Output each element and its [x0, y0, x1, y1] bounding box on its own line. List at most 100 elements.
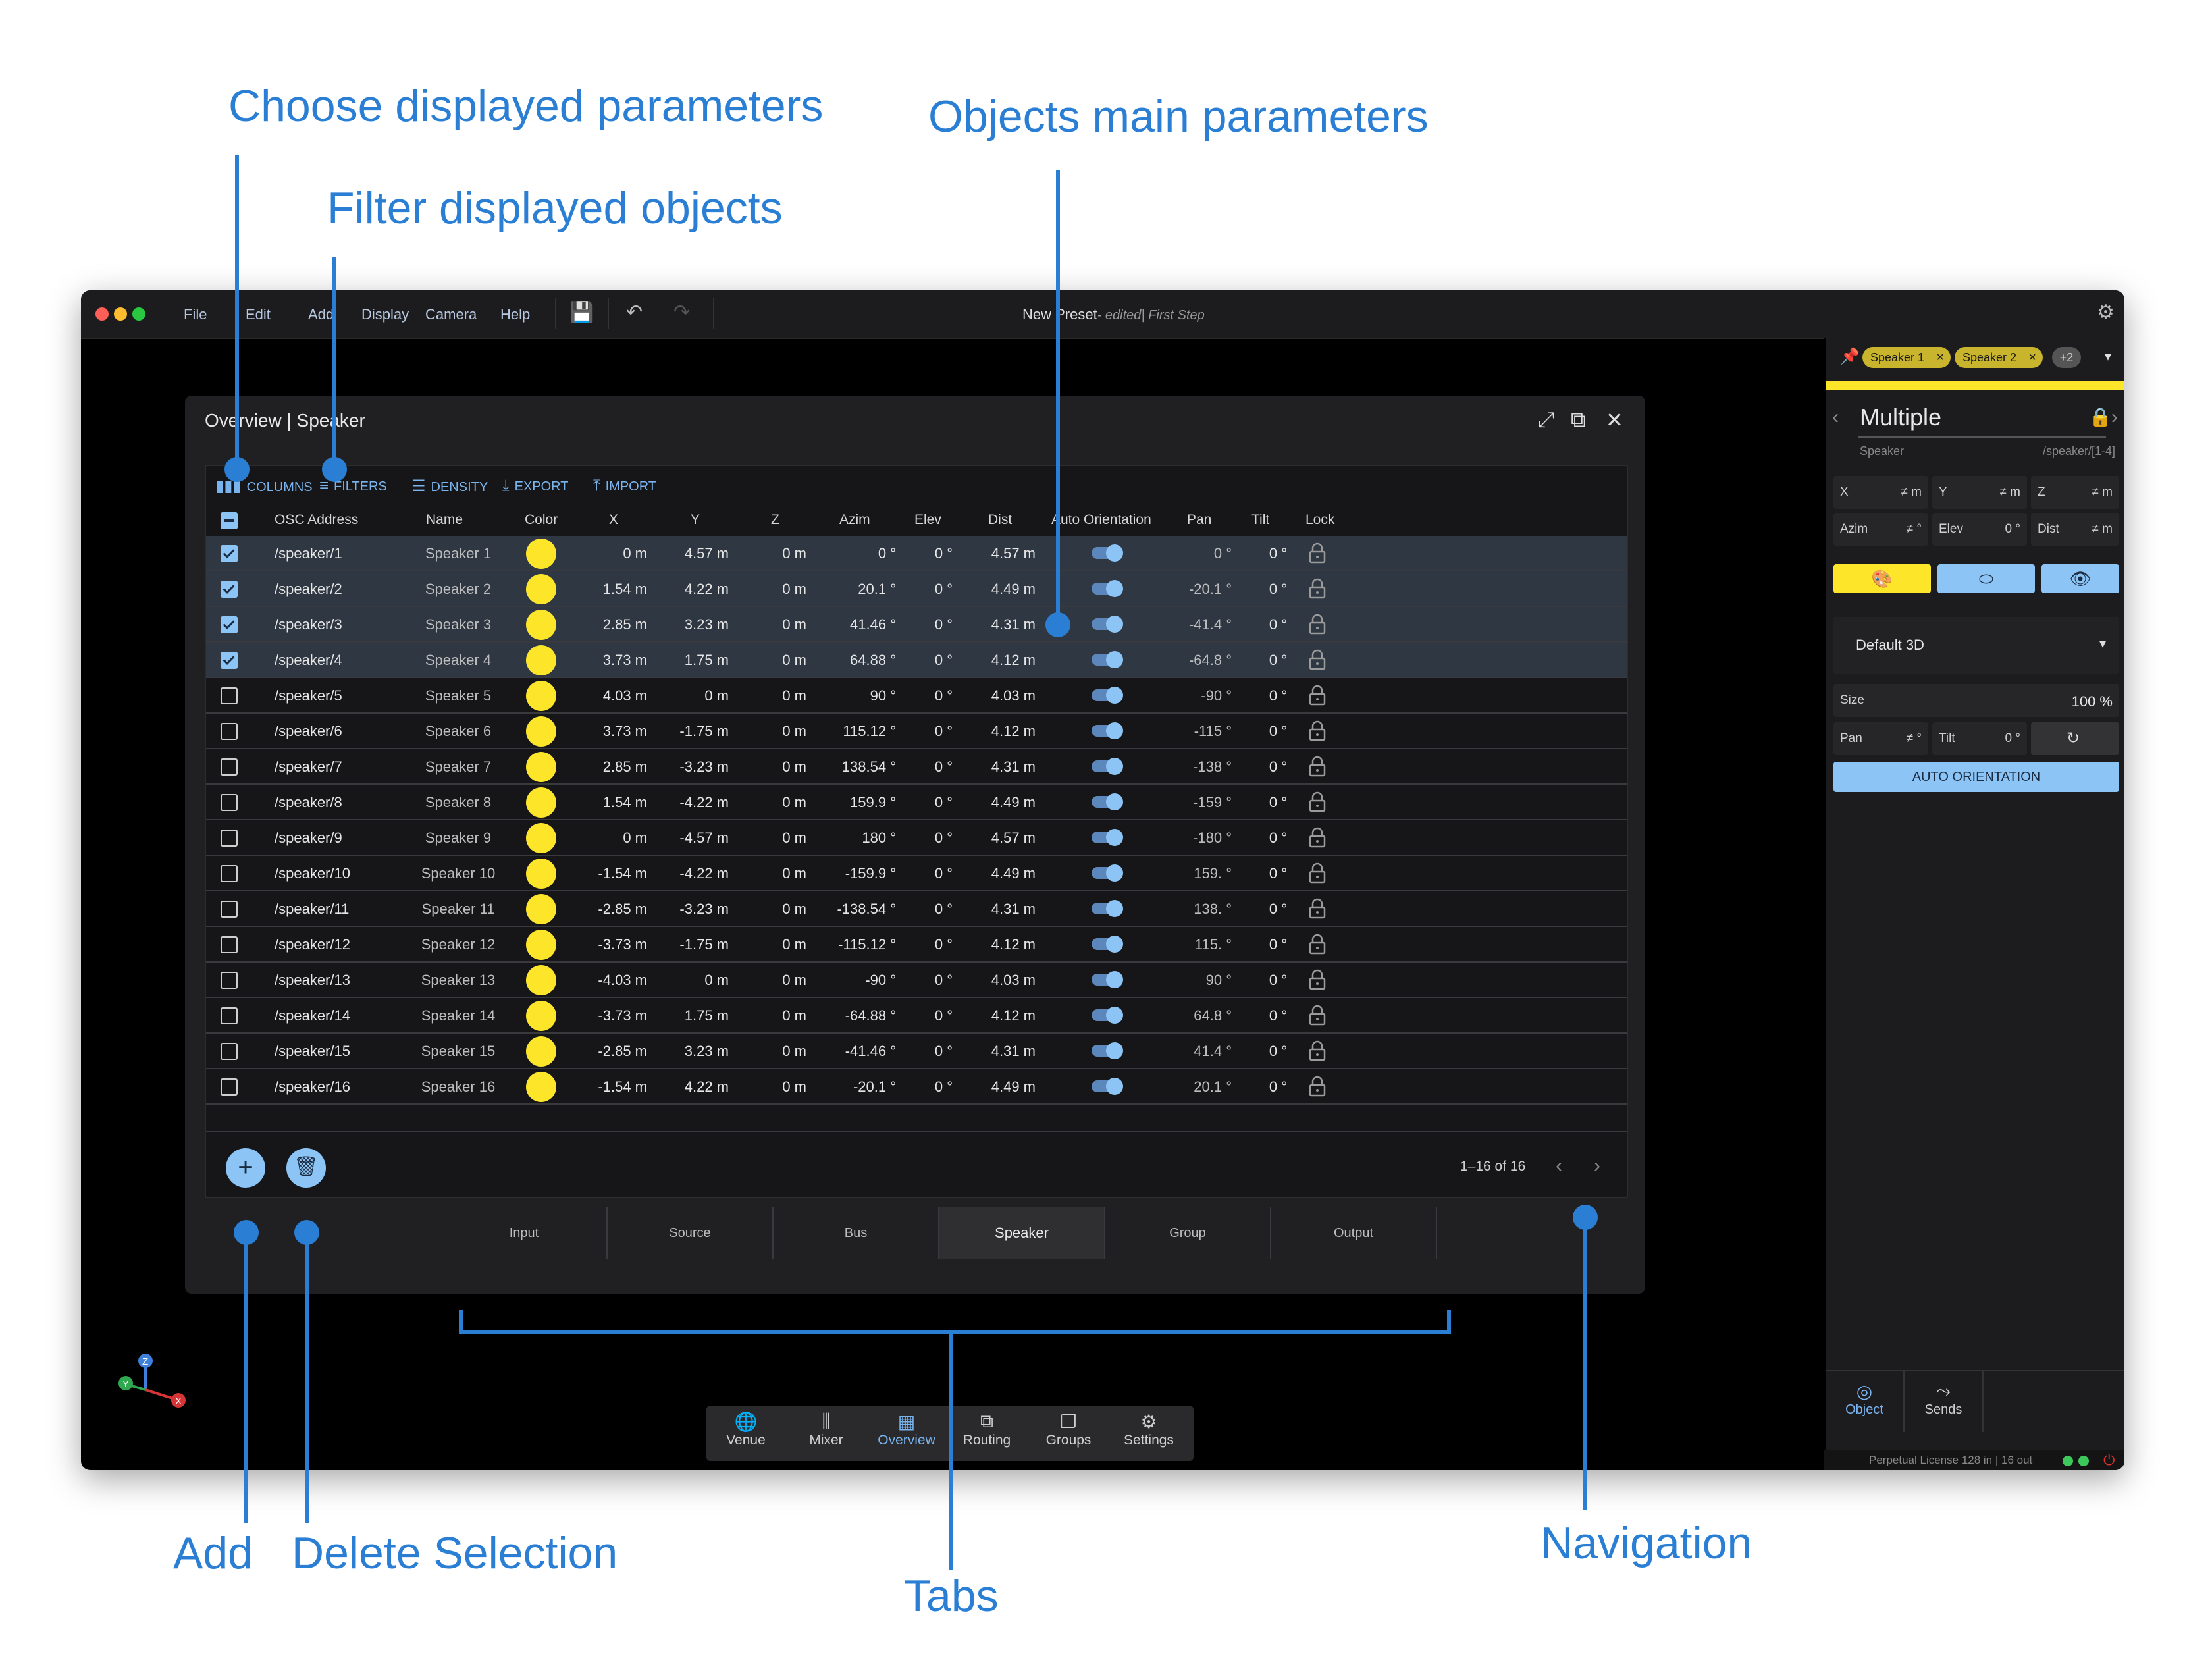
close-icon[interactable]: ✕ [1606, 408, 1623, 432]
cell-y[interactable]: -3.23 m [679, 758, 729, 775]
row-checkbox[interactable] [221, 794, 238, 811]
row-checkbox[interactable] [221, 581, 238, 598]
cell-pan[interactable]: -138 ° [1193, 758, 1232, 775]
auto-orientation-toggle[interactable] [1092, 651, 1123, 668]
cell-x[interactable]: -1.54 m [598, 865, 647, 882]
color-swatch[interactable] [526, 645, 556, 675]
header-lock[interactable]: Lock [1305, 512, 1335, 527]
cell-z[interactable]: 0 m [782, 616, 806, 633]
menu-camera[interactable]: Camera [425, 306, 477, 323]
cell-y[interactable]: -3.23 m [679, 901, 729, 917]
cell-x[interactable]: -2.85 m [598, 901, 647, 917]
cell-x[interactable]: 2.85 m [602, 616, 647, 633]
cell-elev[interactable]: 0 ° [934, 581, 953, 597]
dock-venue[interactable]: 🌐Venue [706, 1411, 785, 1448]
delete-button[interactable]: 🗑 [286, 1148, 326, 1188]
y-field[interactable]: Y≠ m [1932, 476, 2027, 509]
row-checkbox[interactable] [221, 652, 238, 669]
lock-icon[interactable] [1307, 791, 1327, 813]
color-swatch[interactable] [526, 965, 556, 995]
chevron-down-icon[interactable]: ▾ [2105, 350, 2112, 364]
cell-tilt[interactable]: 0 ° [1269, 830, 1287, 846]
power-icon[interactable]: ⏻ [2103, 1452, 2115, 1468]
color-swatch[interactable] [526, 787, 556, 818]
cell-elev[interactable]: 0 ° [934, 1078, 953, 1095]
label-button[interactable]: ⬭ [1937, 564, 2035, 593]
cell-x[interactable]: 3.73 m [602, 652, 647, 668]
cell-y[interactable]: 0 m [704, 687, 729, 704]
cell-elev[interactable]: 0 ° [934, 616, 953, 633]
tab-speaker[interactable]: Speaker [939, 1207, 1105, 1259]
filters-button[interactable]: ≡FILTERS [319, 477, 387, 495]
cell-pan[interactable]: 159. ° [1194, 865, 1232, 882]
cell-dist[interactable]: 4.49 m [991, 794, 1036, 810]
cell-elev[interactable]: 0 ° [934, 1043, 953, 1059]
cell-azim[interactable]: 159.9 ° [850, 794, 896, 810]
cell-tilt[interactable]: 0 ° [1269, 652, 1287, 668]
cell-azim[interactable]: -115.12 ° [838, 936, 896, 953]
cell-dist[interactable]: 4.12 m [991, 723, 1036, 739]
cell-x[interactable]: 1.54 m [602, 581, 647, 597]
cell-z[interactable]: 0 m [782, 830, 806, 846]
cell-dist[interactable]: 4.31 m [991, 758, 1036, 775]
cell-x[interactable]: 0 m [623, 545, 647, 562]
dock-overview[interactable]: ▦Overview [867, 1411, 946, 1448]
cell-y[interactable]: 3.23 m [684, 616, 729, 633]
auto-orientation-toggle[interactable] [1092, 544, 1123, 562]
dock-groups[interactable]: ❐Groups [1029, 1411, 1108, 1448]
cell-azim[interactable]: -90 ° [865, 972, 896, 988]
row-checkbox[interactable] [221, 901, 238, 918]
cell-pan[interactable]: -159 ° [1193, 794, 1232, 810]
color-swatch[interactable] [526, 859, 556, 889]
cell-x[interactable]: -1.54 m [598, 1078, 647, 1095]
cell-y[interactable]: -4.22 m [679, 794, 729, 810]
cell-tilt[interactable]: 0 ° [1269, 545, 1287, 562]
cell-azim[interactable]: 115.12 ° [843, 723, 896, 739]
cell-elev[interactable]: 0 ° [934, 794, 953, 810]
cell-dist[interactable]: 4.49 m [991, 581, 1036, 597]
header-auto-orientation[interactable]: Auto Orientation [1051, 512, 1151, 527]
cell-z[interactable]: 0 m [782, 545, 806, 562]
cell-azim[interactable]: -159.9 ° [845, 865, 896, 882]
header-pan[interactable]: Pan [1187, 512, 1212, 527]
lock-icon[interactable] [1307, 968, 1327, 991]
auto-orientation-toggle[interactable] [1092, 936, 1123, 953]
tab-group[interactable]: Group [1105, 1207, 1271, 1259]
auto-orientation-toggle[interactable] [1092, 971, 1123, 988]
cell-dist[interactable]: 4.12 m [991, 936, 1036, 953]
cell-pan[interactable]: -41.4 ° [1188, 616, 1232, 633]
more-selection-badge[interactable]: +2 [2052, 347, 2081, 368]
cell-z[interactable]: 0 m [782, 1043, 806, 1059]
gear-icon[interactable]: ⚙ [2097, 302, 2115, 323]
x-field[interactable]: X≠ m [1833, 476, 1928, 509]
dock-routing[interactable]: ⧉Routing [947, 1411, 1026, 1448]
close-window-button[interactable] [95, 307, 109, 321]
cell-y[interactable]: 1.75 m [684, 1007, 729, 1024]
color-swatch[interactable] [526, 823, 556, 853]
color-swatch[interactable] [526, 539, 556, 569]
cell-tilt[interactable]: 0 ° [1269, 687, 1287, 704]
cell-elev[interactable]: 0 ° [934, 687, 953, 704]
cell-z[interactable]: 0 m [782, 901, 806, 917]
cell-tilt[interactable]: 0 ° [1269, 1043, 1287, 1059]
row-checkbox[interactable] [221, 758, 238, 776]
cell-pan[interactable]: 138. ° [1194, 901, 1232, 917]
row-checkbox[interactable] [221, 1043, 238, 1060]
lock-icon[interactable] [1307, 933, 1327, 955]
cell-dist[interactable]: 4.57 m [991, 830, 1036, 846]
cell-pan[interactable]: 41.4 ° [1194, 1043, 1232, 1059]
auto-orientation-toggle[interactable] [1092, 864, 1123, 882]
dock-settings[interactable]: ⚙Settings [1109, 1411, 1188, 1448]
cell-dist[interactable]: 4.03 m [991, 687, 1036, 704]
menu-display[interactable]: Display [361, 306, 409, 323]
cell-dist[interactable]: 4.49 m [991, 865, 1036, 882]
tab-input[interactable]: Input [442, 1207, 608, 1259]
cell-z[interactable]: 0 m [782, 936, 806, 953]
next-page-icon[interactable]: › [1594, 1155, 1600, 1176]
color-swatch[interactable] [526, 1072, 556, 1102]
